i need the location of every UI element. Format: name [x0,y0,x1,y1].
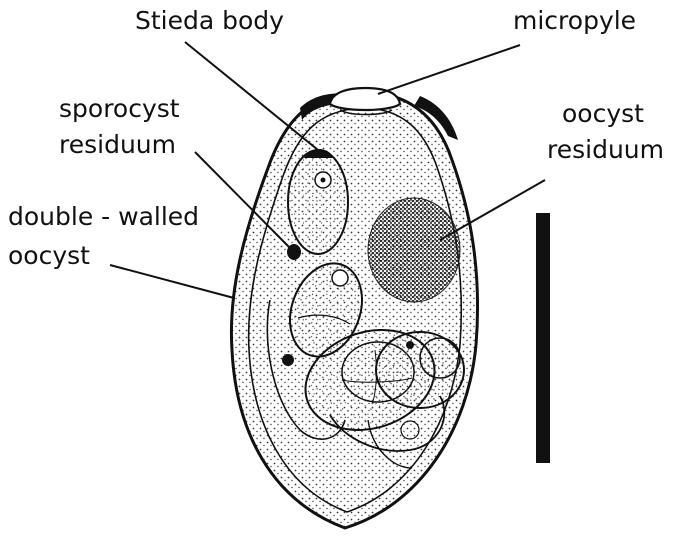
leader-double-walled [110,265,234,298]
label-oocyst-residuum-line2: residuum [547,133,664,166]
oocyst-residuum [368,198,460,302]
leader-stieda-body [185,42,318,150]
label-double-walled-line2: oocyst [8,239,90,272]
scale-bar [536,213,550,463]
label-stieda-body: Stieda body [135,4,284,37]
leader-micropyle [378,45,520,94]
sporocyst-top [288,150,348,254]
label-double-walled-line1: double - walled [8,200,199,233]
nucleolus-dot [321,178,326,183]
micropyle-cap [330,88,400,110]
label-micropyle: micropyle [513,4,636,37]
label-sporocyst-residuum-line1: sporocyst [59,92,180,125]
label-sporocyst-residuum-line2: residuum [59,128,176,161]
small-dot-right [406,341,414,349]
sporozoite-refractile-right [420,338,460,378]
granule-dot [282,354,294,366]
label-oocyst-residuum-line1: oocyst [562,97,644,130]
sporozoite-nucleus-middle [332,270,348,286]
